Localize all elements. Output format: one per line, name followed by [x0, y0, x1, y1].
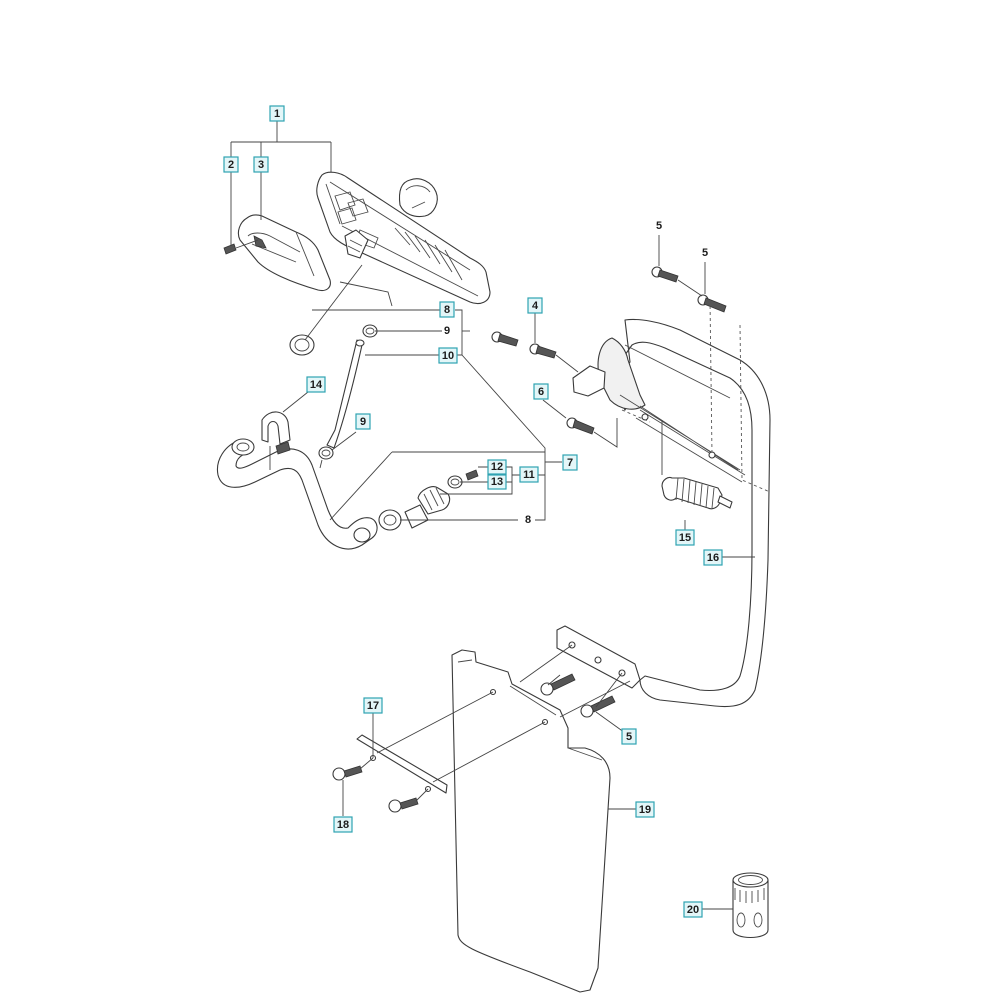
callout-16[interactable]: 16	[703, 549, 723, 566]
cover-assembly-part	[223, 171, 491, 305]
callout-2[interactable]: 2	[223, 156, 239, 173]
callout-text: 12	[491, 461, 503, 473]
leader-lines	[230, 120, 755, 910]
callout-10[interactable]: 10	[438, 347, 458, 364]
callout-text: 8	[444, 304, 450, 316]
callout-text: 3	[258, 159, 264, 171]
callout-text: 8	[525, 514, 531, 526]
callout-text: 13	[491, 476, 503, 488]
screws-part	[491, 266, 727, 718]
callout-text: 17	[367, 700, 379, 712]
callout-9-top[interactable]: 9	[444, 325, 450, 337]
callout-17[interactable]: 17	[363, 697, 383, 714]
coupling-nut-part	[732, 872, 769, 939]
callout-text: 16	[707, 552, 719, 564]
callout-text: 9	[444, 325, 450, 337]
callout-text: 11	[523, 469, 535, 481]
callout-text: 10	[442, 350, 454, 362]
callout-11[interactable]: 11	[519, 466, 539, 483]
callout-4[interactable]: 4	[527, 297, 543, 314]
callout-text: 4	[532, 300, 539, 312]
callout-6[interactable]: 6	[533, 383, 549, 400]
callout-7[interactable]: 7	[562, 454, 578, 471]
callout-text: 5	[702, 247, 708, 259]
callout-5-top-left[interactable]: 5	[656, 220, 662, 232]
callout-text: 7	[567, 457, 573, 469]
anti-vibration-spring-part	[661, 420, 733, 510]
callout-text: 19	[639, 804, 651, 816]
water-pipe-part	[216, 411, 378, 550]
callout-5-bottom[interactable]: 5	[621, 728, 637, 745]
callout-text: 14	[310, 379, 323, 391]
callout-14[interactable]: 14	[306, 376, 326, 393]
callout-8-bottom[interactable]: 8	[525, 514, 531, 526]
callout-9-bottom[interactable]: 9	[355, 413, 371, 430]
callout-text: 1	[274, 108, 280, 120]
callout-15[interactable]: 15	[675, 529, 695, 546]
hose-assembly-part	[289, 324, 378, 469]
mud-flap-part	[332, 644, 631, 993]
callout-8-top[interactable]: 8	[439, 301, 455, 318]
callout-text: 5	[656, 220, 662, 232]
callout-12[interactable]: 12	[487, 459, 507, 475]
callout-text: 20	[687, 904, 699, 916]
callout-20[interactable]: 20	[683, 901, 703, 918]
callout-3[interactable]: 3	[253, 156, 269, 173]
callout-text: 9	[360, 416, 366, 428]
handle-bar-part	[556, 299, 771, 708]
callout-text: 2	[228, 159, 234, 171]
callout-text: 5	[626, 731, 632, 743]
callout-text: 18	[337, 819, 349, 831]
callout-19[interactable]: 19	[635, 801, 655, 818]
callout-5-top-right[interactable]: 5	[702, 247, 708, 259]
callout-13[interactable]: 13	[487, 474, 507, 490]
valve-assembly-part	[378, 469, 479, 531]
callout-1[interactable]: 1	[269, 105, 285, 122]
callout-text: 6	[538, 386, 544, 398]
callout-text: 15	[679, 532, 691, 544]
callout-18[interactable]: 18	[333, 816, 353, 833]
